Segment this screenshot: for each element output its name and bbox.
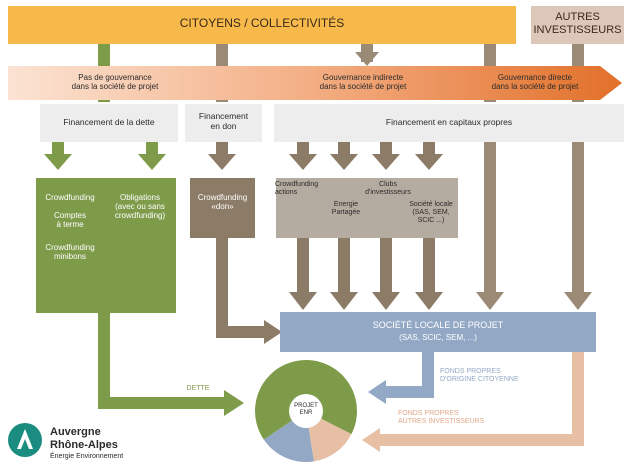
debt-minibons-label: Crowdfunding minibons: [45, 243, 95, 262]
logo-mark: [8, 423, 42, 457]
debt-flow-label: DETTE: [186, 385, 210, 392]
project-company-title: SOCIÉTÉ LOCALE DE PROJET: [372, 320, 504, 330]
debt-instruments-box: [36, 178, 176, 313]
logo-line3: Énergie Environnement: [50, 453, 124, 460]
citizen-equity-label: FONDS PROPRES D'ORIGINE CITOYENNE: [440, 368, 519, 384]
equity-clubs-label: Clubs d'investisseurs: [365, 181, 411, 197]
equity-instruments-box: [276, 178, 458, 238]
donation-to-company-arrow: [216, 238, 282, 344]
pie-center: [289, 394, 323, 428]
donation-crowdfunding-label: Crowdfunding «don»: [197, 193, 248, 212]
governance-direct-label: Gouvernance directe dans la société de p…: [491, 73, 579, 92]
project-company-box: [280, 312, 596, 352]
debt-financing-label: Financement de la dette: [63, 117, 155, 127]
equity-societe-locale-label: Société locale (SAS, SEM, SCIC ...): [409, 201, 453, 225]
debt-financing-box: [40, 104, 178, 142]
governance-indirect-label: Gouvernance indirecte dans la société de…: [319, 73, 407, 92]
other-investors-title: AUTRES INVESTISSEURS: [533, 11, 622, 36]
investor-equity-label: FONDS PROPRES AUTRES INVESTISSEURS: [398, 410, 485, 426]
logo-line1: Auvergne: [50, 426, 101, 438]
project-company-subtitle: (SAS, SCIC, SEM, ...): [399, 333, 477, 342]
equity-financing-label: Financement en capitaux propres: [385, 117, 513, 127]
logo-line2: Rhône-Alpes: [50, 439, 118, 451]
donation-financing-box: [185, 104, 262, 142]
other-investors-header: [531, 6, 624, 44]
citizens-header: [8, 6, 516, 44]
direct-arrows: [476, 142, 592, 310]
equity-to-company-arrows: [289, 238, 443, 310]
governance-none-label: Pas de gouvernance dans la société de pr…: [71, 73, 159, 92]
citizens-title: CITOYENS / COLLECTIVITÉS: [179, 16, 345, 30]
governance-band: [8, 66, 622, 100]
equity-energie-partagee-label: Energie Partagée: [331, 201, 361, 217]
donation-financing-label: Financement en don: [198, 111, 249, 131]
citizen-equity-arrow: [368, 352, 434, 404]
investor-equity-arrow: [362, 352, 584, 452]
debt-term-accounts-label: Comptes à terme: [53, 211, 86, 230]
project-label: PROJET ENR: [294, 403, 318, 416]
debt-flow-arrow: [98, 313, 244, 416]
debt-crowdfunding-label: Crowdfunding: [45, 193, 95, 202]
donation-instruments-box: [190, 178, 255, 238]
equity-down-arrows: [289, 142, 443, 170]
debt-down-arrows: [44, 142, 166, 170]
donation-down-arrow: [208, 142, 236, 170]
equity-crowdfunding-label: Crowdfunding actions: [275, 181, 319, 197]
debt-bonds-label: Obligations (avec ou sans crowdfunding): [114, 193, 166, 221]
equity-financing-box: [274, 104, 624, 142]
